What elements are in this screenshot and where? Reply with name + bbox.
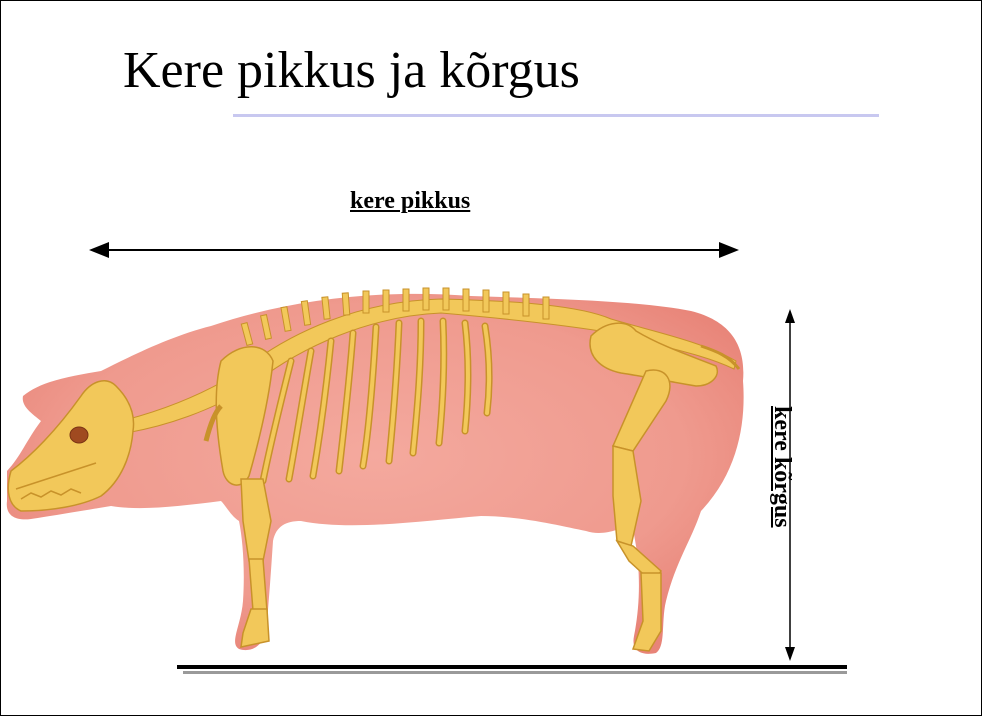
height-arrow bbox=[785, 309, 795, 661]
pig-skeleton-illustration bbox=[7, 288, 744, 654]
length-arrow bbox=[89, 242, 739, 258]
ground-line bbox=[177, 665, 847, 674]
